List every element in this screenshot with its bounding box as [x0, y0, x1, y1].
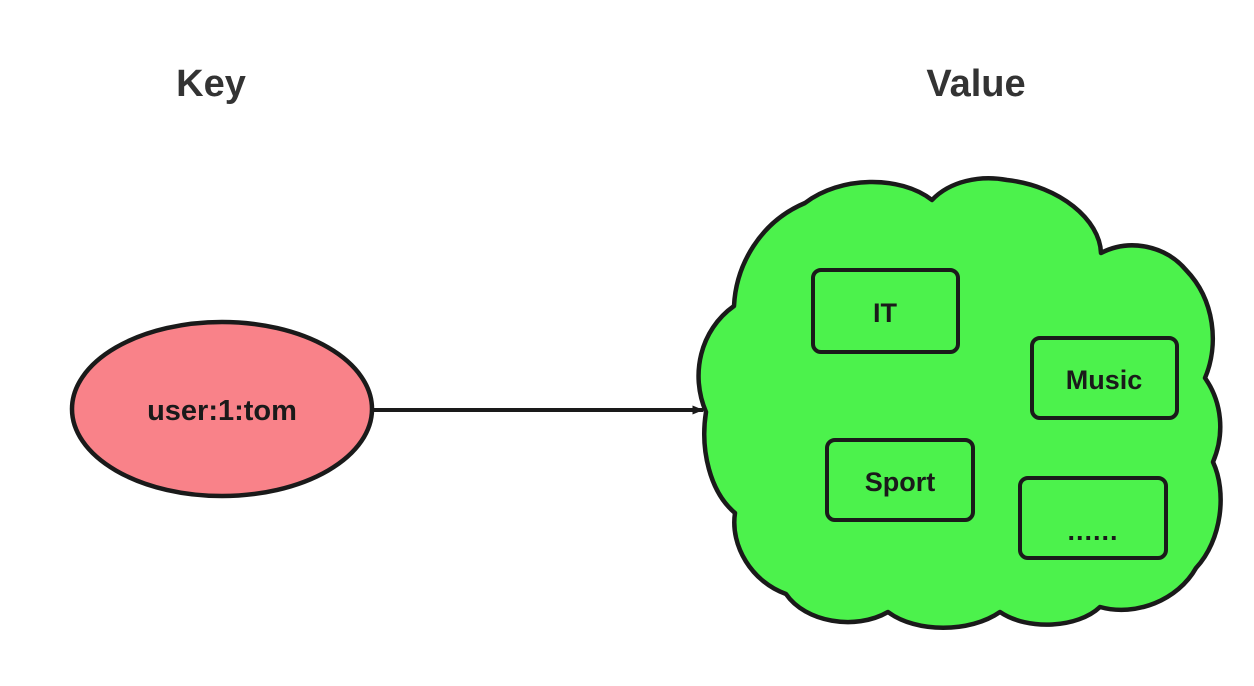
value-member-ellipsis[interactable]: ...... — [1018, 476, 1168, 560]
value-member-sport[interactable]: Sport — [825, 438, 975, 522]
value-member-box — [825, 438, 975, 522]
key-column-heading: Key — [176, 63, 246, 105]
value-member-label: Music — [1066, 365, 1143, 395]
key-node[interactable]: user:1:tom — [69, 319, 375, 499]
value-member-box — [1018, 476, 1168, 560]
value-column-heading: Value — [926, 63, 1025, 105]
value-member-box — [1030, 336, 1179, 420]
key-node-label: user:1:tom — [147, 395, 297, 427]
value-member-it[interactable]: IT — [811, 268, 960, 354]
key-ellipse-shape — [69, 319, 375, 499]
value-member-music[interactable]: Music — [1030, 336, 1179, 420]
value-member-label: IT — [873, 298, 898, 328]
value-member-box — [811, 268, 960, 354]
value-member-label: ...... — [1067, 516, 1118, 546]
value-member-label: Sport — [865, 467, 936, 497]
